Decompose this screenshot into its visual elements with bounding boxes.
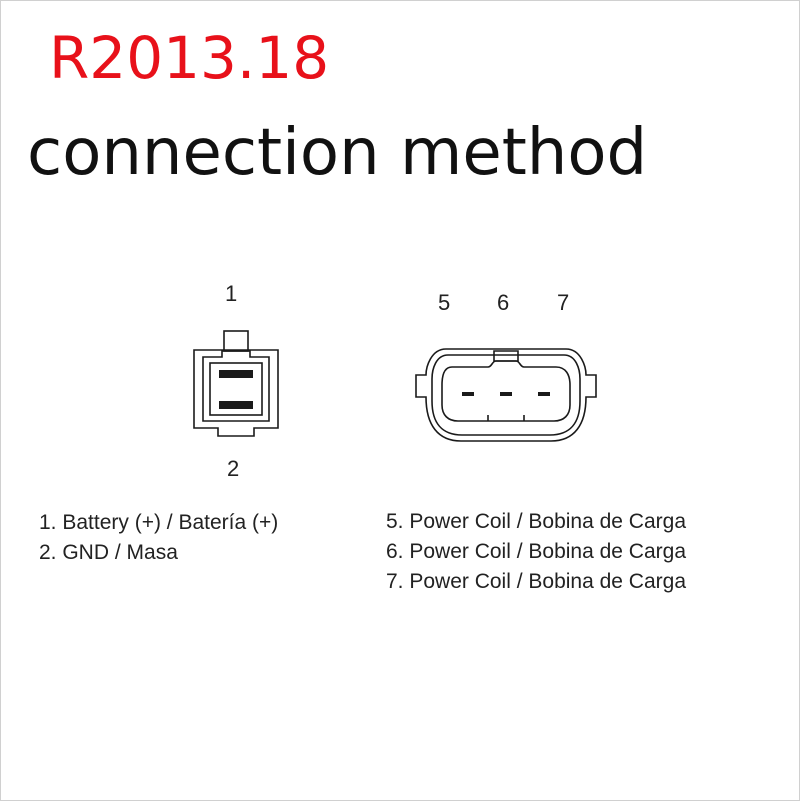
pin-label-2: 2 xyxy=(227,456,240,481)
two-pin-connector xyxy=(193,330,279,437)
connector-latch xyxy=(493,350,519,362)
pin-label-1: 1 xyxy=(225,281,238,306)
pin-label-7: 7 xyxy=(557,290,570,315)
legend-item-6: 6. Power Coil / Bobina de Carga xyxy=(386,540,686,563)
legend-item-7: 7. Power Coil / Bobina de Carga xyxy=(386,570,686,593)
connector-cavity xyxy=(209,362,263,416)
connector-housing xyxy=(193,349,279,437)
terminal-5 xyxy=(462,392,474,396)
page-title: connection method xyxy=(27,116,648,190)
legend-item-1: 1. Battery (+) / Batería (+) xyxy=(39,511,279,534)
legend-item-5: 5. Power Coil / Bobina de Carga xyxy=(386,510,686,533)
terminal-1 xyxy=(219,370,253,378)
right-connector-legend: 5. Power Coil / Bobina de Carga 6. Power… xyxy=(386,507,686,597)
pin-label-5: 5 xyxy=(438,290,451,315)
model-number: R2013.18 xyxy=(49,24,330,92)
connector-inner-frame xyxy=(202,350,270,422)
connector-cavity xyxy=(441,360,571,422)
connector-latch xyxy=(223,330,249,352)
pin-label-6: 6 xyxy=(497,290,510,315)
connector-housing xyxy=(415,348,597,442)
legend-item-2: 2. GND / Masa xyxy=(39,541,178,564)
terminal-7 xyxy=(538,392,550,396)
terminal-6 xyxy=(500,392,512,396)
terminal-2 xyxy=(219,401,253,409)
three-pin-connector xyxy=(415,348,597,442)
connector-housing-inner xyxy=(431,354,581,436)
left-connector-legend: 1. Battery (+) / Batería (+) 2. GND / Ma… xyxy=(39,508,278,568)
